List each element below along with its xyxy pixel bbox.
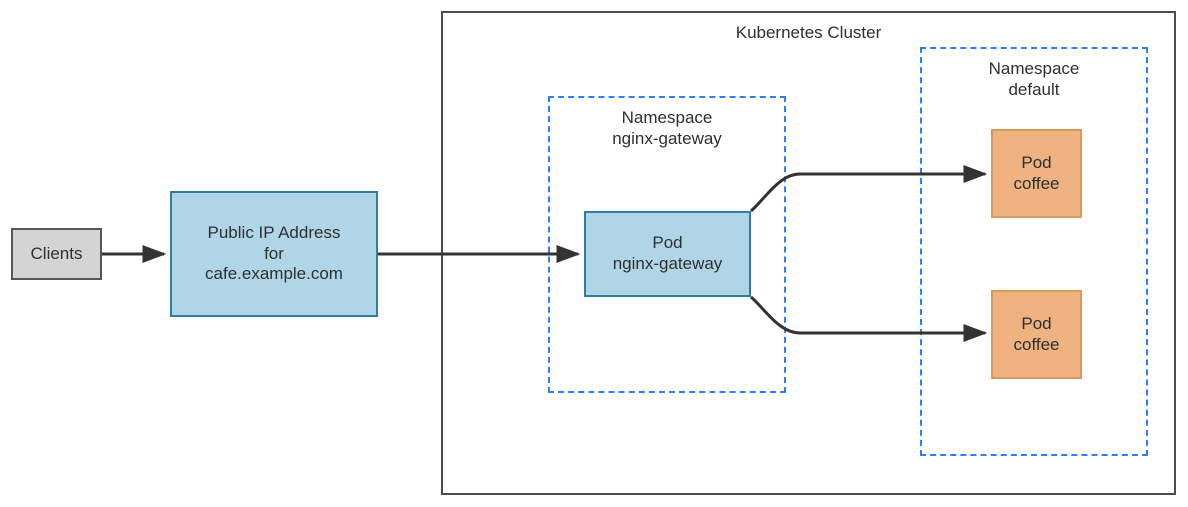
kubernetes-cluster-label: Kubernetes Cluster: [735, 23, 882, 42]
namespace-default-label: Namespace default: [988, 59, 1080, 99]
clients-node[interactable]: Clients: [11, 228, 102, 280]
namespace-nginx-gateway-label: Namespace nginx-gateway: [612, 108, 722, 148]
namespace-default-group: Namespace default: [920, 47, 1148, 456]
namespace-nginx-gateway-group: Namespace nginx-gateway: [548, 96, 786, 393]
pod-coffee-top-node[interactable]: Pod coffee: [991, 129, 1082, 218]
pod-coffee-bottom-node[interactable]: Pod coffee: [991, 290, 1082, 379]
public-ip-address-node[interactable]: Public IP Address for cafe.example.com: [170, 191, 378, 317]
pod-nginx-gateway-node[interactable]: Pod nginx-gateway: [584, 211, 751, 297]
